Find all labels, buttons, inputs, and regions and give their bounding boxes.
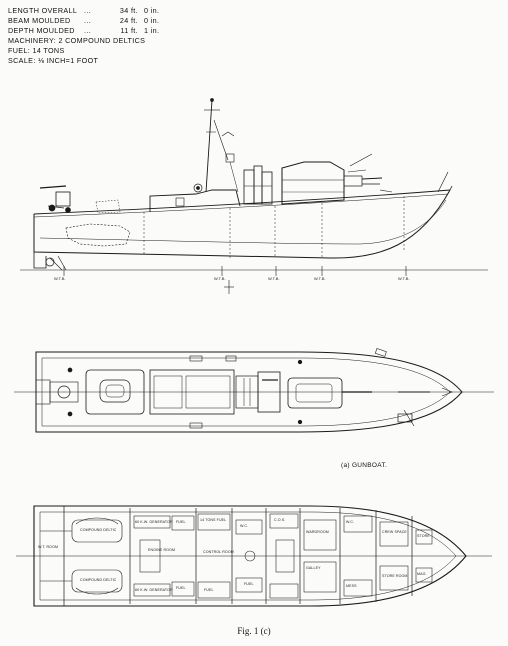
room-label: W.T. ROOM <box>38 545 59 549</box>
engine-hatch <box>85 369 145 415</box>
hull-outline <box>33 189 451 259</box>
frame-mark: W.T.B. <box>398 276 410 281</box>
hatch-outline <box>95 199 121 214</box>
lower-hull-outline <box>33 505 467 607</box>
room-label: MESS <box>346 584 357 588</box>
spec-machinery: MACHINERY: 2 COMPOUND DELTICS <box>8 36 146 45</box>
spec-fuel: FUEL: 14 TONS <box>8 46 65 55</box>
propeller-shaft <box>49 255 67 271</box>
room-label: 14 TONS FUEL <box>200 518 227 522</box>
room-label: FUEL <box>204 588 214 592</box>
room-label: W.C. <box>240 524 249 528</box>
frame-ticks <box>63 266 407 294</box>
spec-depth-moulded: DEPTH MOULDED ... 11 ft. 1 in. <box>8 26 159 36</box>
spec-dots: ... <box>84 6 92 15</box>
spec-label: LENGTH OVERALL <box>8 6 78 15</box>
deck-sheer <box>33 189 451 215</box>
hull-chine <box>39 199 447 245</box>
room-label: FUEL <box>176 586 186 590</box>
room-label: 60 K.W. GENERATOR <box>135 588 173 592</box>
room-label: FUEL <box>176 520 186 524</box>
spec-unit: 1 in. <box>144 26 160 35</box>
jackstaff <box>437 171 449 193</box>
spec-length-overall: LENGTH OVERALL ... 34 ft. 0 in. <box>8 6 159 16</box>
deck-outline <box>35 351 463 433</box>
room-label: WARDROOM <box>306 530 329 534</box>
bridge-plan <box>257 371 281 413</box>
lower-bulkheads <box>63 506 413 606</box>
spec-unit: 0 in. <box>144 16 160 25</box>
propeller <box>45 257 55 267</box>
room-label: COMPOUND DELTIC <box>80 578 117 582</box>
midship-deckhouse <box>149 369 235 415</box>
spec-value: 34 ft. <box>119 6 138 15</box>
room-label: CREW SPACE <box>382 530 407 534</box>
specifications-block: LENGTH OVERALL ... 34 ft. 0 in. BEAM MOU… <box>8 6 159 66</box>
spec-dots: ... <box>84 26 92 35</box>
spec-dots: ... <box>84 16 92 25</box>
forward-turret <box>281 153 393 205</box>
spec-unit: 0 in. <box>144 6 160 15</box>
spec-value: 24 ft. <box>119 16 138 25</box>
room-label: 60 K.W. GENERATOR <box>135 520 173 524</box>
engines-plan <box>40 517 123 595</box>
spec-value: 11 ft. <box>120 26 138 35</box>
bow-stem <box>449 185 453 191</box>
plan-label: (a) GUNBOAT. <box>341 462 388 469</box>
spec-beam-moulded: BEAM MOULDED ... 24 ft. 0 in. <box>8 16 159 26</box>
room-label: C.O.S. <box>274 518 286 522</box>
rudder <box>33 252 47 269</box>
frame-mark: W.T.B. <box>54 276 66 281</box>
profile-view <box>20 98 488 294</box>
lower-deck-plan <box>16 505 492 607</box>
spec-label: DEPTH MOULDED <box>8 26 75 35</box>
frame-mark: W.T.B. <box>214 276 226 281</box>
room-label: STORE <box>417 534 430 538</box>
aft-hatch <box>49 381 79 403</box>
spec-label: BEAM MOULDED <box>8 16 71 25</box>
room-label: GALLEY <box>306 566 321 570</box>
mast <box>204 98 239 193</box>
bulkhead-lines <box>143 196 405 258</box>
frame-mark: W.T.B. <box>314 276 326 281</box>
room-label: W.C. <box>346 520 355 524</box>
compartments <box>133 513 433 599</box>
figure-caption: Fig. 1 (c) <box>237 626 271 636</box>
room-label: ENGINE ROOM <box>148 548 176 552</box>
spec-scale: SCALE: ⅛ INCH=1 FOOT <box>8 56 99 65</box>
room-label: CONTROL ROOM <box>203 550 234 554</box>
deck-inner-line <box>41 357 451 427</box>
aft-gun <box>39 185 71 213</box>
turret-plan <box>287 377 343 409</box>
frame-mark: W.T.B. <box>268 276 280 281</box>
room-label: FUEL <box>244 582 254 586</box>
room-label: MAG. <box>417 572 427 576</box>
bridge-superstructure <box>149 165 273 212</box>
deck-plan <box>14 348 494 433</box>
room-label: COMPOUND DELTIC <box>80 528 117 532</box>
bulwark-line <box>33 193 449 218</box>
engine-outline <box>65 223 131 247</box>
room-label: STORE ROOM <box>382 574 408 578</box>
